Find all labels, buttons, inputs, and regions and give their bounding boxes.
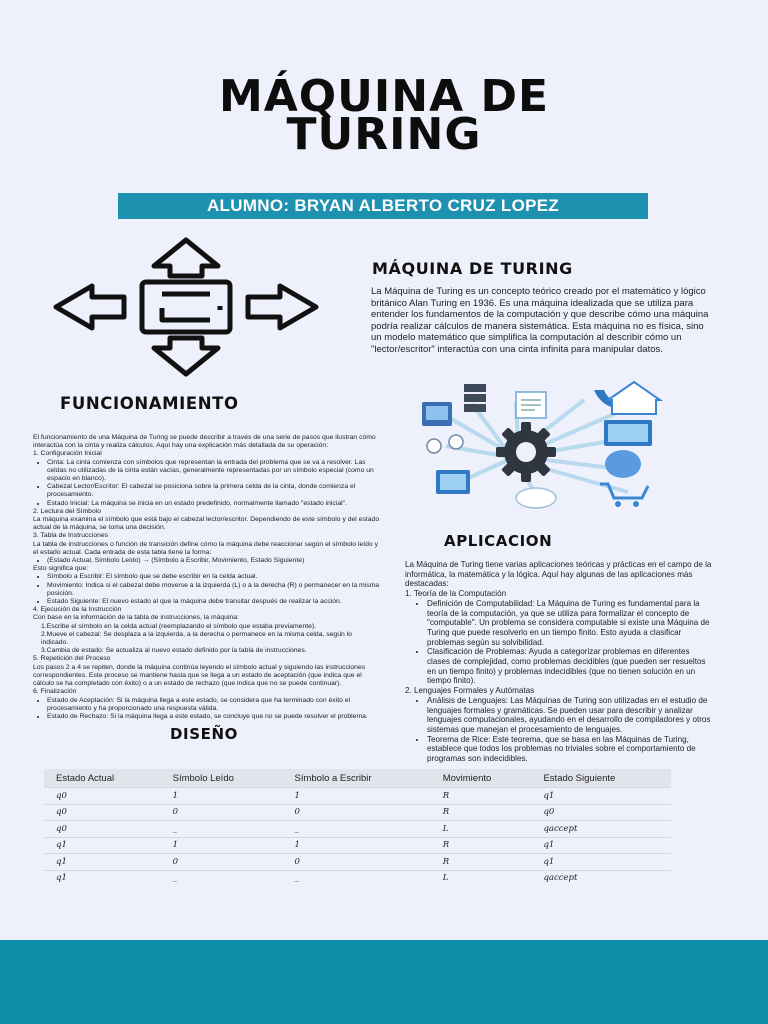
table-cell: 1 — [160, 836, 283, 854]
func-step-2: 2. Lectura del Símbolo — [33, 507, 102, 515]
table-header-cell: Movimiento — [430, 769, 532, 788]
func-step-6-item: Estado de Aceptación: Si la máquina lleg… — [47, 697, 381, 713]
gear-network-infographic-icon — [422, 380, 664, 509]
table-cell: 0 — [160, 803, 283, 821]
func-step-3-after: Esto significa que: — [33, 565, 89, 573]
func-step-5-text: Los pasos 2 a 4 se repiten, donde la máq… — [33, 663, 366, 688]
func-step-1-item: Cabezal Lector/Escritor: El cabezal se p… — [47, 483, 381, 499]
table-row: q1 _ _ L qaccept — [44, 869, 671, 886]
table-cell: q1 — [531, 853, 671, 870]
table-cell: R — [430, 853, 532, 870]
table-cell: q1 — [531, 836, 671, 854]
table-row: q1 1 1 R q1 — [44, 836, 671, 854]
title-line-2: TURING — [286, 109, 482, 160]
table-cell: L — [430, 820, 532, 837]
table-cell: 0 — [282, 853, 431, 870]
app-section-2-item: Análisis de Lenguajes: Las Máquinas de T… — [427, 696, 713, 735]
table-header-row: Estado Actual Símbolo Leído Símbolo a Es… — [44, 769, 671, 788]
diseno-heading: DISEÑO — [170, 725, 238, 743]
table-row: q0 _ _ L qaccept — [44, 820, 671, 837]
func-intro: El funcionamiento de una Máquina de Turi… — [33, 434, 376, 450]
footer-band — [0, 940, 768, 1024]
app-section-1-item: Definición de Computabilidad: La Máquina… — [427, 599, 713, 648]
table-header-cell: Estado Actual — [44, 769, 161, 788]
robot-arrows-icon — [53, 237, 319, 377]
table-cell: q0 — [44, 820, 161, 837]
table-cell: 1 — [282, 787, 431, 804]
table-cell: qaccept — [531, 869, 671, 886]
table-row: q0 1 1 R q1 — [44, 787, 671, 804]
func-step-3: 3. Tabla de Instrucciones — [33, 532, 109, 540]
table-cell: q1 — [44, 869, 161, 886]
table-cell: 1 — [282, 836, 431, 854]
func-step-4-item: 2.Mueve el cabezal: Se desplaza a la izq… — [41, 630, 352, 647]
aplicacion-body: La Máquina de Turing tiene varias aplica… — [405, 560, 713, 764]
func-step-3-item: Movimiento: Indica si el cabezal debe mo… — [47, 582, 381, 598]
table-cell: R — [430, 803, 532, 821]
table-cell: q1 — [531, 787, 671, 804]
table-cell: _ — [160, 820, 283, 837]
funcionamiento-body: El funcionamiento de una Máquina de Turi… — [33, 434, 381, 721]
table-cell: q0 — [44, 803, 161, 821]
func-step-3-item: Símbolo a Escribir: El símbolo que se de… — [47, 573, 381, 581]
table-header-cell: Símbolo a Escribir — [282, 769, 431, 788]
funcionamiento-heading: FUNCIONAMIENTO — [60, 394, 239, 413]
table-cell: _ — [160, 869, 283, 886]
table-cell: q0 — [44, 787, 161, 804]
table-cell: R — [430, 836, 532, 854]
func-step-6-item: Estado de Rechazo: Si la máquina llega a… — [47, 713, 381, 721]
table-row: q0 0 0 R q0 — [44, 803, 671, 821]
app-section-1-item: Clasificación de Problemas: Ayuda a cate… — [427, 647, 713, 686]
table-cell: 0 — [160, 853, 283, 870]
table-cell: _ — [282, 820, 431, 837]
table-cell: _ — [282, 869, 431, 886]
func-step-3-text: La tabla de instrucciones o función de t… — [33, 540, 378, 556]
func-step-4: 4. Ejecución de la Instrucción — [33, 606, 122, 614]
app-section-2-item: Teorema de Rice: Este teorema, que se ba… — [427, 735, 713, 764]
table-cell: L — [430, 869, 532, 886]
table-cell: 0 — [282, 803, 431, 821]
intro-heading: MÁQUINA DE TURING — [372, 259, 573, 278]
func-step-3-item: Estado Siguiente: El nuevo estado al que… — [47, 598, 381, 606]
table-cell: q1 — [44, 853, 161, 870]
aplicacion-heading: APLICACION — [444, 532, 553, 550]
intro-text: La Máquina de Turing es un concepto teór… — [371, 286, 709, 355]
transition-table: Estado Actual Símbolo Leído Símbolo a Es… — [44, 769, 671, 886]
app-intro: La Máquina de Turing tiene varias aplica… — [405, 560, 712, 589]
func-step-5: 5. Repetición del Proceso — [33, 655, 111, 663]
table-header-cell: Símbolo Leído — [160, 769, 283, 788]
app-section-1: 1. Teoría de la Computación — [405, 589, 507, 599]
table-cell: 1 — [160, 787, 283, 804]
func-step-6: 6. Finalización — [33, 688, 77, 696]
app-section-2: 2. Lenguajes Formales y Autómatas — [405, 686, 535, 696]
table-cell: q0 — [531, 803, 671, 821]
page-title: MÁQUINA DE TURING — [0, 71, 768, 160]
func-step-4-item: 1.Escribe el símbolo en la celda actual … — [41, 622, 317, 630]
func-step-1: 1. Configuración Inicial — [33, 450, 102, 458]
func-step-3-item: (Estado Actual, Símbolo Leído) → (Símbol… — [47, 557, 381, 565]
gear-icon — [496, 422, 556, 482]
table-cell: qaccept — [531, 820, 671, 837]
func-step-2-text: La máquina examina el símbolo que está b… — [33, 516, 380, 532]
title-line-1: MÁQUINA DE — [218, 71, 550, 122]
table-header-cell: Estado Siguiente — [531, 769, 671, 788]
func-step-1-item: Estado Inicial: La máquina se inicia en … — [47, 500, 381, 508]
table-cell: R — [430, 787, 532, 804]
func-step-4-text: Con base en la información de la tabla d… — [33, 614, 239, 622]
table-cell: q1 — [44, 836, 161, 854]
student-banner: ALUMNO: BRYAN ALBERTO CRUZ LOPEZ — [118, 193, 648, 219]
table-row: q1 0 0 R q1 — [44, 853, 671, 870]
func-step-1-item: Cinta: La cinta comienza con símbolos qu… — [47, 459, 381, 484]
func-step-4-item: 3.Cambia de estado: Se actualiza al nuev… — [41, 647, 307, 655]
